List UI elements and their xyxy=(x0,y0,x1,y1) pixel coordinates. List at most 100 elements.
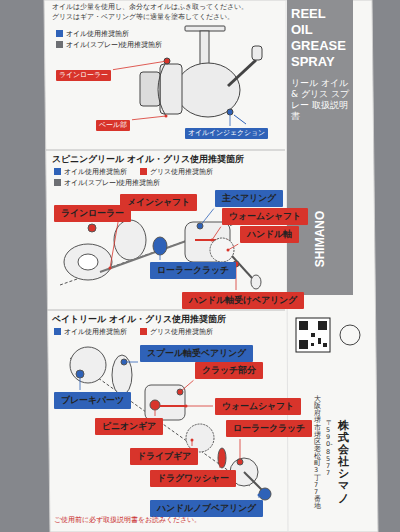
part-name: ピニオンギア xyxy=(98,419,160,434)
leader-dot xyxy=(258,494,261,497)
grease-point-label: メインシャフト xyxy=(120,194,197,211)
legend-swatch xyxy=(140,168,147,175)
grease-point-label: ラインローラー xyxy=(56,70,111,81)
product-subtitle: リール オイル & グリス スプレー 取扱説明書 xyxy=(291,78,349,122)
spinning-reel-figure xyxy=(252,46,262,60)
part-name: 主ベアリング xyxy=(218,191,280,206)
note-text: グリスはギア・ベアリング等に適量を塗布してください。 xyxy=(52,13,234,21)
legend-item: オイル使用推奨箇所 xyxy=(54,168,127,177)
qr-code xyxy=(299,340,308,349)
legend-swatch xyxy=(56,30,63,37)
leader-dot xyxy=(211,239,214,242)
recycle-mark xyxy=(340,325,360,345)
part-name: ベール部 xyxy=(99,121,127,130)
spinning-reel-figure xyxy=(228,60,256,86)
leader-dot xyxy=(123,361,126,364)
spinning-exploded-figure xyxy=(78,254,98,270)
spinning-exploded-figure xyxy=(60,220,261,289)
leader-line xyxy=(180,380,193,392)
part-name: ハンドル軸受けベアリング xyxy=(185,293,301,308)
spinning-exploded-figure xyxy=(60,222,240,285)
spinning-reel-figure xyxy=(200,31,209,65)
leader-dot xyxy=(79,373,82,376)
grease-point-label: ラインローラー xyxy=(54,205,131,222)
grease-point-label: ピニオンギア xyxy=(95,418,163,435)
spinning-exploded-figure xyxy=(114,220,146,260)
legend-item: グリス使用推奨箇所 xyxy=(140,328,213,337)
legend-text: グリス使用推奨箇所 xyxy=(150,328,213,336)
qr-code xyxy=(299,321,308,330)
legend-text: オイル使用推奨箇所 xyxy=(64,168,127,176)
legend-text: オイル使用推奨箇所 xyxy=(64,328,127,336)
grease-point-label: ローラークラッチ xyxy=(226,420,312,437)
grease-point-label: ハンドル軸受けベアリング xyxy=(182,292,304,309)
product-title: REEL OIL GREASE SPRAY xyxy=(291,6,349,70)
grease-point-label: ベール部 xyxy=(96,120,130,131)
leader-dot xyxy=(179,391,182,394)
spinning-exploded-figure xyxy=(251,275,261,289)
leader-dot xyxy=(239,461,242,464)
spinning-reel-figure xyxy=(160,64,182,114)
leader-line xyxy=(228,244,238,250)
grease-point-label: ハンドル軸 xyxy=(240,226,299,243)
legend-item: オイル(スプレー)使用推奨箇所 xyxy=(54,179,160,188)
leader-dot xyxy=(109,267,112,270)
recycle-mark xyxy=(340,325,360,345)
leader-line xyxy=(160,248,161,260)
postal-code: 〒590-8577 xyxy=(326,420,333,477)
warning-note: ご使用前に必ず取扱説明書をお読みください。 xyxy=(54,516,201,524)
company-text: 株式会社シマノ xyxy=(338,420,349,505)
leader-dot xyxy=(191,439,194,442)
part-name: ラインローラー xyxy=(57,206,128,221)
spinning-reel-figure xyxy=(140,26,262,124)
spinning-reel-figure xyxy=(140,72,160,106)
spinning-exploded-figure xyxy=(210,238,234,262)
oil-point-label: ブレーキパーツ xyxy=(54,392,131,409)
legend-text: グリス使用推奨箇所 xyxy=(150,168,213,176)
leader-dot xyxy=(159,247,162,250)
spinning-exploded-figure xyxy=(64,244,112,280)
grease-point-label: ウォームシャフト xyxy=(215,398,301,415)
leader-line xyxy=(240,439,241,462)
brand-logo: SHIMANO xyxy=(313,209,327,269)
part-name: ウォームシャフト xyxy=(218,399,298,414)
qr-code xyxy=(296,318,330,352)
grease-point-label: クラッチ部分 xyxy=(195,362,263,379)
oil-point-label: ハンドルノブベアリング xyxy=(150,500,263,517)
oil-point-label: 主ベアリング xyxy=(215,190,283,207)
baitcast-exploded-figure xyxy=(145,385,185,420)
oil-point-label: オイルインジェクション xyxy=(185,128,268,139)
company-name: 株式会社シマノ xyxy=(338,420,349,505)
qr-code xyxy=(311,343,314,346)
leader-line xyxy=(80,374,81,390)
part-name: スプール軸受ベアリング xyxy=(143,346,250,361)
legend-text: オイル(スプレー)使用推奨箇所 xyxy=(66,41,162,49)
baitcast-exploded-figure xyxy=(259,488,271,500)
part-name: ブレーキパーツ xyxy=(57,393,128,408)
part-name: ラインローラー xyxy=(59,71,108,80)
part-name: ウォームシャフト xyxy=(225,209,305,224)
paper-sheet xyxy=(44,0,378,532)
oil-point-label: スプール軸受ベアリング xyxy=(140,345,253,362)
spinning-reel-figure xyxy=(234,115,246,124)
leader-line xyxy=(124,362,138,363)
baitcast-exploded-figure xyxy=(160,405,186,407)
legend-swatch xyxy=(54,179,61,186)
leader-dot xyxy=(199,225,202,228)
qr-code xyxy=(296,318,330,352)
baitcast-exploded-figure xyxy=(112,355,132,395)
leader-line xyxy=(155,405,156,416)
grease-point-label: ドラグワッシャー xyxy=(150,470,236,487)
legend-item: グリス使用推奨箇所 xyxy=(140,168,213,177)
section-heading: スピニングリール オイル・グリス使用推奨箇所 xyxy=(48,152,285,168)
legend-item: オイル使用推奨箇所 xyxy=(56,30,129,39)
section-divider xyxy=(46,150,285,151)
spinning-reel-figure xyxy=(176,63,240,117)
leader-line xyxy=(186,406,213,407)
part-name: メインシャフト xyxy=(123,195,194,210)
leader-line xyxy=(200,209,214,226)
qr-code xyxy=(311,333,315,337)
legend-item: オイル(スプレー)使用推奨箇所 xyxy=(56,41,162,50)
